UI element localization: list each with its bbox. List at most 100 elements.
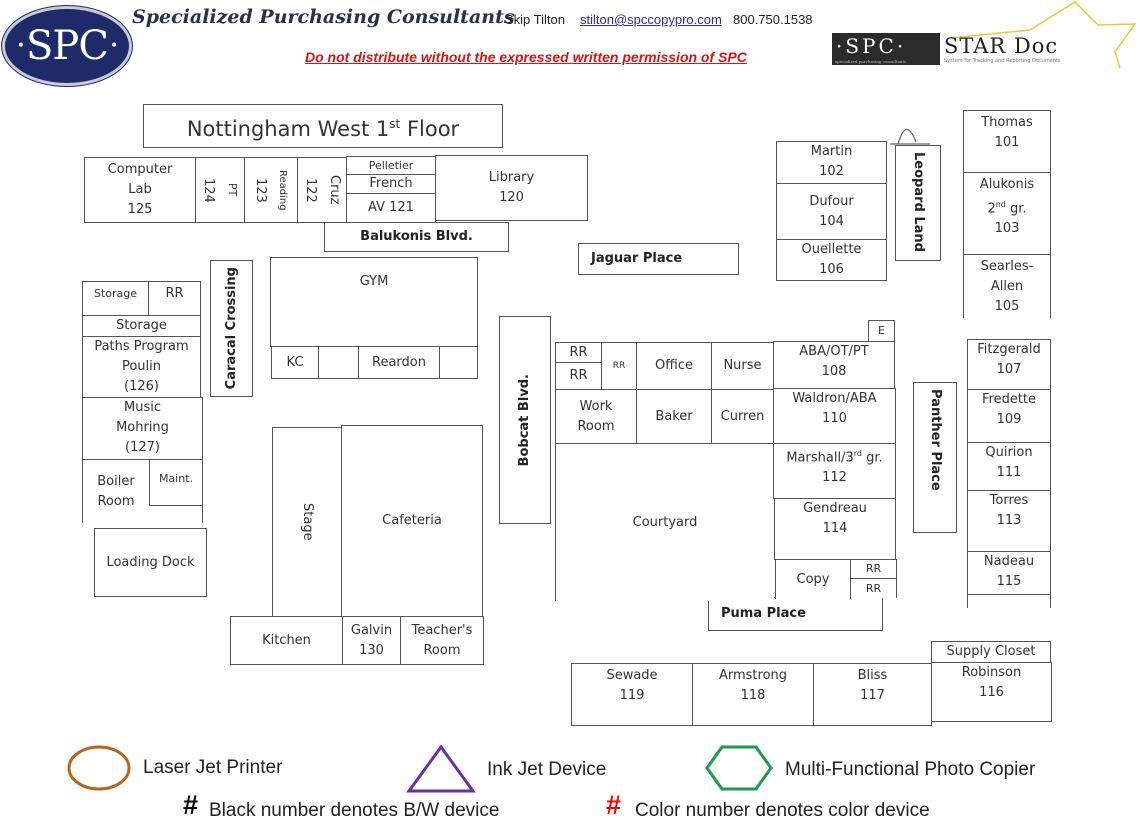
room-aba-ot-pt-108[interactable]: ABA/OT/PT 108 xyxy=(773,341,895,389)
room-nadeau-115[interactable]: Nadeau 115 xyxy=(967,551,1051,595)
room-thomas-101[interactable]: Thomas 101 xyxy=(963,110,1051,173)
room-galvin-130[interactable]: Galvin 130 xyxy=(342,616,401,665)
room-rr-copy-2[interactable]: RR xyxy=(850,578,897,598)
room-label: RR xyxy=(165,286,184,301)
mfp-hexagon-icon xyxy=(705,745,773,791)
room-paths-program-126[interactable]: Paths Program Poulin (126) xyxy=(82,336,201,398)
room-rr-center-2[interactable]: RR xyxy=(555,362,602,390)
room-quirion-111[interactable]: Quirion 111 xyxy=(967,442,1051,491)
room-rr-copy-1[interactable]: RR xyxy=(850,559,897,579)
room-maint[interactable]: Maint. xyxy=(149,459,203,506)
room-waldron-110[interactable]: Waldron/ABA 110 xyxy=(773,388,896,444)
room-bliss-117[interactable]: Bliss 117 xyxy=(813,663,932,726)
room-office[interactable]: Office xyxy=(636,342,712,390)
room-label: Waldron/ABA xyxy=(792,391,877,406)
room-loading-dock[interactable]: Loading Dock xyxy=(94,528,207,597)
room-pelletier[interactable]: Pelletier xyxy=(346,156,436,175)
street-puma-place: Puma Place xyxy=(708,597,883,631)
room-elevator[interactable]: E xyxy=(868,320,895,342)
room-ouellette-106[interactable]: Ouellette 106 xyxy=(776,239,887,281)
room-reading-123[interactable]: 123 Reading xyxy=(244,157,298,223)
room-french[interactable]: French xyxy=(346,174,436,194)
area-courtyard[interactable]: Courtyard xyxy=(555,443,774,601)
star-icon xyxy=(949,1,1137,69)
room-label: Torres xyxy=(989,493,1029,508)
contact-email-link[interactable]: stilton@spccopypro.com xyxy=(580,12,722,27)
room-label: Storage xyxy=(93,287,138,300)
room-av-121[interactable]: AV 121 xyxy=(346,193,436,223)
room-armstrong-118[interactable]: Armstrong 118 xyxy=(692,663,814,726)
room-library-120[interactable]: Library 120 xyxy=(435,155,588,221)
room-gendreau-114[interactable]: Gendreau 114 xyxy=(774,498,896,560)
room-nurse[interactable]: Nurse xyxy=(711,342,774,390)
room-cruz-122[interactable]: 122 Cruz xyxy=(297,157,347,223)
room-torres-113[interactable]: Torres 113 xyxy=(967,490,1051,552)
room-alukonis-103[interactable]: Alukonis 2nd gr. 103 xyxy=(963,172,1051,255)
room-east-end xyxy=(967,594,1051,608)
room-label: ABA/OT/PT xyxy=(799,344,869,359)
street-label: Panther Place xyxy=(928,389,943,491)
room-label: Maint. xyxy=(158,472,194,485)
room-number: (127) xyxy=(125,440,160,455)
room-kitchen[interactable]: Kitchen xyxy=(230,616,343,665)
room-label: Bliss xyxy=(857,668,888,683)
street-label: Bobcat Blvd. xyxy=(517,373,532,467)
room-fitzgerald-107[interactable]: Fitzgerald 107 xyxy=(967,339,1051,390)
room-pt-124[interactable]: 124 PT xyxy=(195,157,245,223)
room-kc[interactable]: KC xyxy=(271,346,319,379)
star-doc-tagline: System for Tracking and Reporting Docume… xyxy=(944,58,1061,64)
star-doc-title: STAR Doc xyxy=(944,34,1059,58)
logo-text: SPC xyxy=(26,23,109,69)
room-label: PT xyxy=(226,183,239,197)
room-rr-west[interactable]: RR xyxy=(148,281,201,316)
room-boiler[interactable]: Boiler Room xyxy=(82,459,150,523)
room-marshall-112[interactable]: Marshall/3rd gr. 112 xyxy=(773,443,896,499)
room-label: Courtyard xyxy=(632,514,698,530)
room-label: Pelletier xyxy=(368,158,414,172)
room-sewade-119[interactable]: Sewade 119 xyxy=(571,663,693,726)
room-supply-closet[interactable]: Supply Closet xyxy=(931,641,1051,663)
room-number: 104 xyxy=(819,213,844,229)
room-label: Office xyxy=(655,358,693,373)
laser-printer-circle-icon xyxy=(67,745,131,791)
room-teachers-room[interactable]: Teacher's Room xyxy=(400,616,484,665)
room-baker[interactable]: Baker xyxy=(636,389,712,444)
room-copy[interactable]: Copy xyxy=(775,559,851,599)
room-label: RR xyxy=(569,344,588,360)
room-rr-center-3[interactable]: RR xyxy=(601,342,637,390)
room-label: Nadeau xyxy=(983,554,1035,569)
room-number: 107 xyxy=(996,362,1022,377)
room-curren[interactable]: Curren xyxy=(711,389,774,444)
room-number: 103 xyxy=(994,221,1020,237)
room-number: 117 xyxy=(860,688,885,703)
room-label: Work xyxy=(579,398,613,414)
street-bobcat-blvd: Bobcat Blvd. xyxy=(499,316,551,524)
street-label: Puma Place xyxy=(721,606,806,621)
room-rr-center-1[interactable]: RR xyxy=(555,342,602,363)
room-label: Kitchen xyxy=(262,632,311,648)
room-label: French xyxy=(369,176,413,191)
room-storage[interactable]: Storage xyxy=(82,315,201,337)
room-cafeteria[interactable]: Cafeteria xyxy=(341,425,483,617)
room-number: 113 xyxy=(996,513,1022,528)
street-balukonis-blvd: Balukonis Blvd. xyxy=(324,222,509,252)
room-dufour-104[interactable]: Dufour 104 xyxy=(776,183,887,240)
color-number-symbol: # xyxy=(606,790,622,820)
street-jaguar-place: Jaguar Place xyxy=(578,243,739,275)
room-fredette-109[interactable]: Fredette 109 xyxy=(967,389,1051,443)
room-reardon[interactable]: Reardon xyxy=(358,346,440,379)
room-searles-allen-105[interactable]: Searles- Allen 105 xyxy=(963,254,1051,318)
room-label: KC xyxy=(286,354,304,370)
room-number: 130 xyxy=(359,642,384,658)
room-storage-small[interactable]: Storage xyxy=(82,281,149,316)
room-gym[interactable]: GYM xyxy=(270,257,478,347)
room-robinson-116[interactable]: Robinson 116 xyxy=(931,662,1052,722)
room-martin-102[interactable]: Martin 102 xyxy=(776,141,887,184)
bw-number-symbol: # xyxy=(183,790,199,820)
legend-laser-label: Laser Jet Printer xyxy=(143,757,283,778)
room-work-room[interactable]: Work Room xyxy=(555,389,637,444)
room-computer-lab[interactable]: Computer Lab 125 xyxy=(84,157,196,223)
contact-name: Skip Tilton xyxy=(505,12,565,27)
room-music-127[interactable]: Music Mohring (127) xyxy=(82,397,203,460)
room-stage[interactable]: Stage xyxy=(272,427,342,617)
